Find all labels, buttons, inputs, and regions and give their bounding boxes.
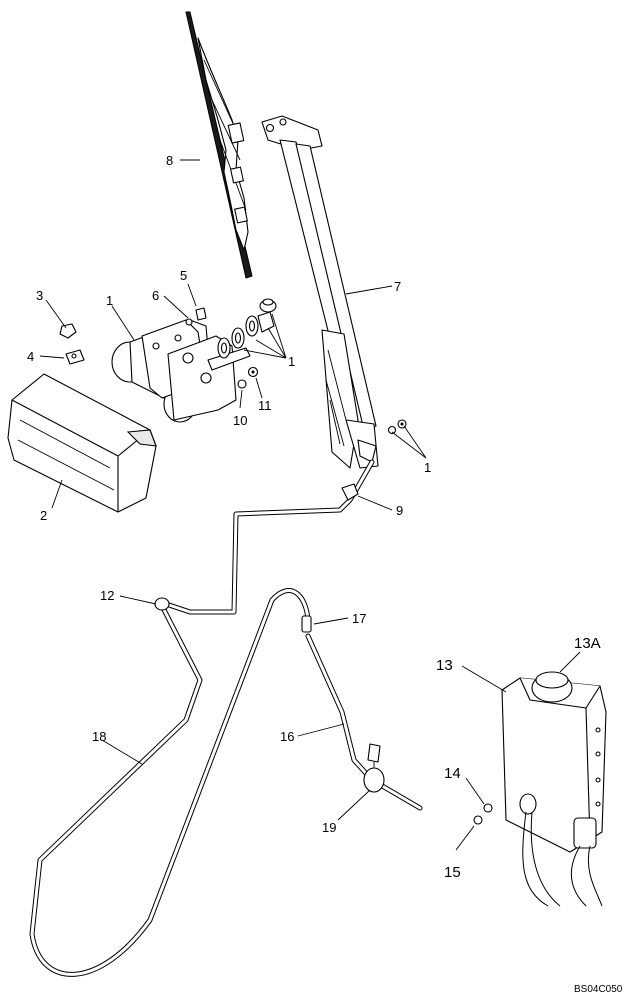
tee-connector — [154, 597, 170, 611]
callout-9: 9 — [396, 503, 403, 518]
nuts-10-11 — [237, 366, 259, 389]
image-code: BS04C050 — [574, 984, 623, 995]
callout-13A: 13A — [574, 635, 601, 652]
washer-reservoir — [501, 671, 607, 907]
callout-19: 19 — [322, 820, 336, 835]
callout-6: 6 — [152, 288, 159, 303]
callout-12: 12 — [100, 588, 114, 603]
elbow-fitting — [341, 483, 359, 501]
callout-13: 13 — [436, 657, 453, 674]
callout-16: 16 — [280, 729, 294, 744]
callout-3: 3 — [36, 288, 43, 303]
nut-and-clip — [59, 323, 85, 365]
callout-10: 10 — [233, 413, 247, 428]
nut-washer-set-right — [387, 419, 407, 435]
inline-connector — [301, 615, 312, 633]
callout-11: 11 — [258, 398, 272, 413]
callout-7: 7 — [394, 279, 401, 294]
motor-cover — [7, 373, 157, 513]
callout-15: 15 — [444, 864, 461, 881]
callout-1-motor: 1 — [106, 293, 113, 308]
callout-8: 8 — [166, 153, 173, 168]
bolt-and-washer — [185, 307, 207, 326]
callout-labels: 8 7 5 6 1 3 4 1 10 11 1 2 9 12 17 13A 13… — [27, 153, 623, 995]
callout-1-washers: 1 — [288, 354, 295, 369]
leader-lines — [39, 159, 581, 851]
callout-14: 14 — [444, 765, 461, 782]
wiper-arm — [261, 115, 379, 469]
callout-2: 2 — [40, 508, 47, 523]
wiper-motor — [111, 319, 251, 423]
nut-15 — [473, 815, 483, 825]
wiper-blade — [185, 11, 253, 279]
callout-5: 5 — [180, 268, 187, 283]
nut-14 — [483, 803, 493, 813]
washer-stack — [217, 298, 277, 359]
callout-18: 18 — [92, 729, 106, 744]
callout-17: 17 — [352, 611, 366, 626]
washer-hoses — [29, 459, 423, 977]
callout-4: 4 — [27, 349, 34, 364]
hose-clamp — [363, 743, 385, 793]
callout-1-arm-nut: 1 — [424, 460, 431, 475]
